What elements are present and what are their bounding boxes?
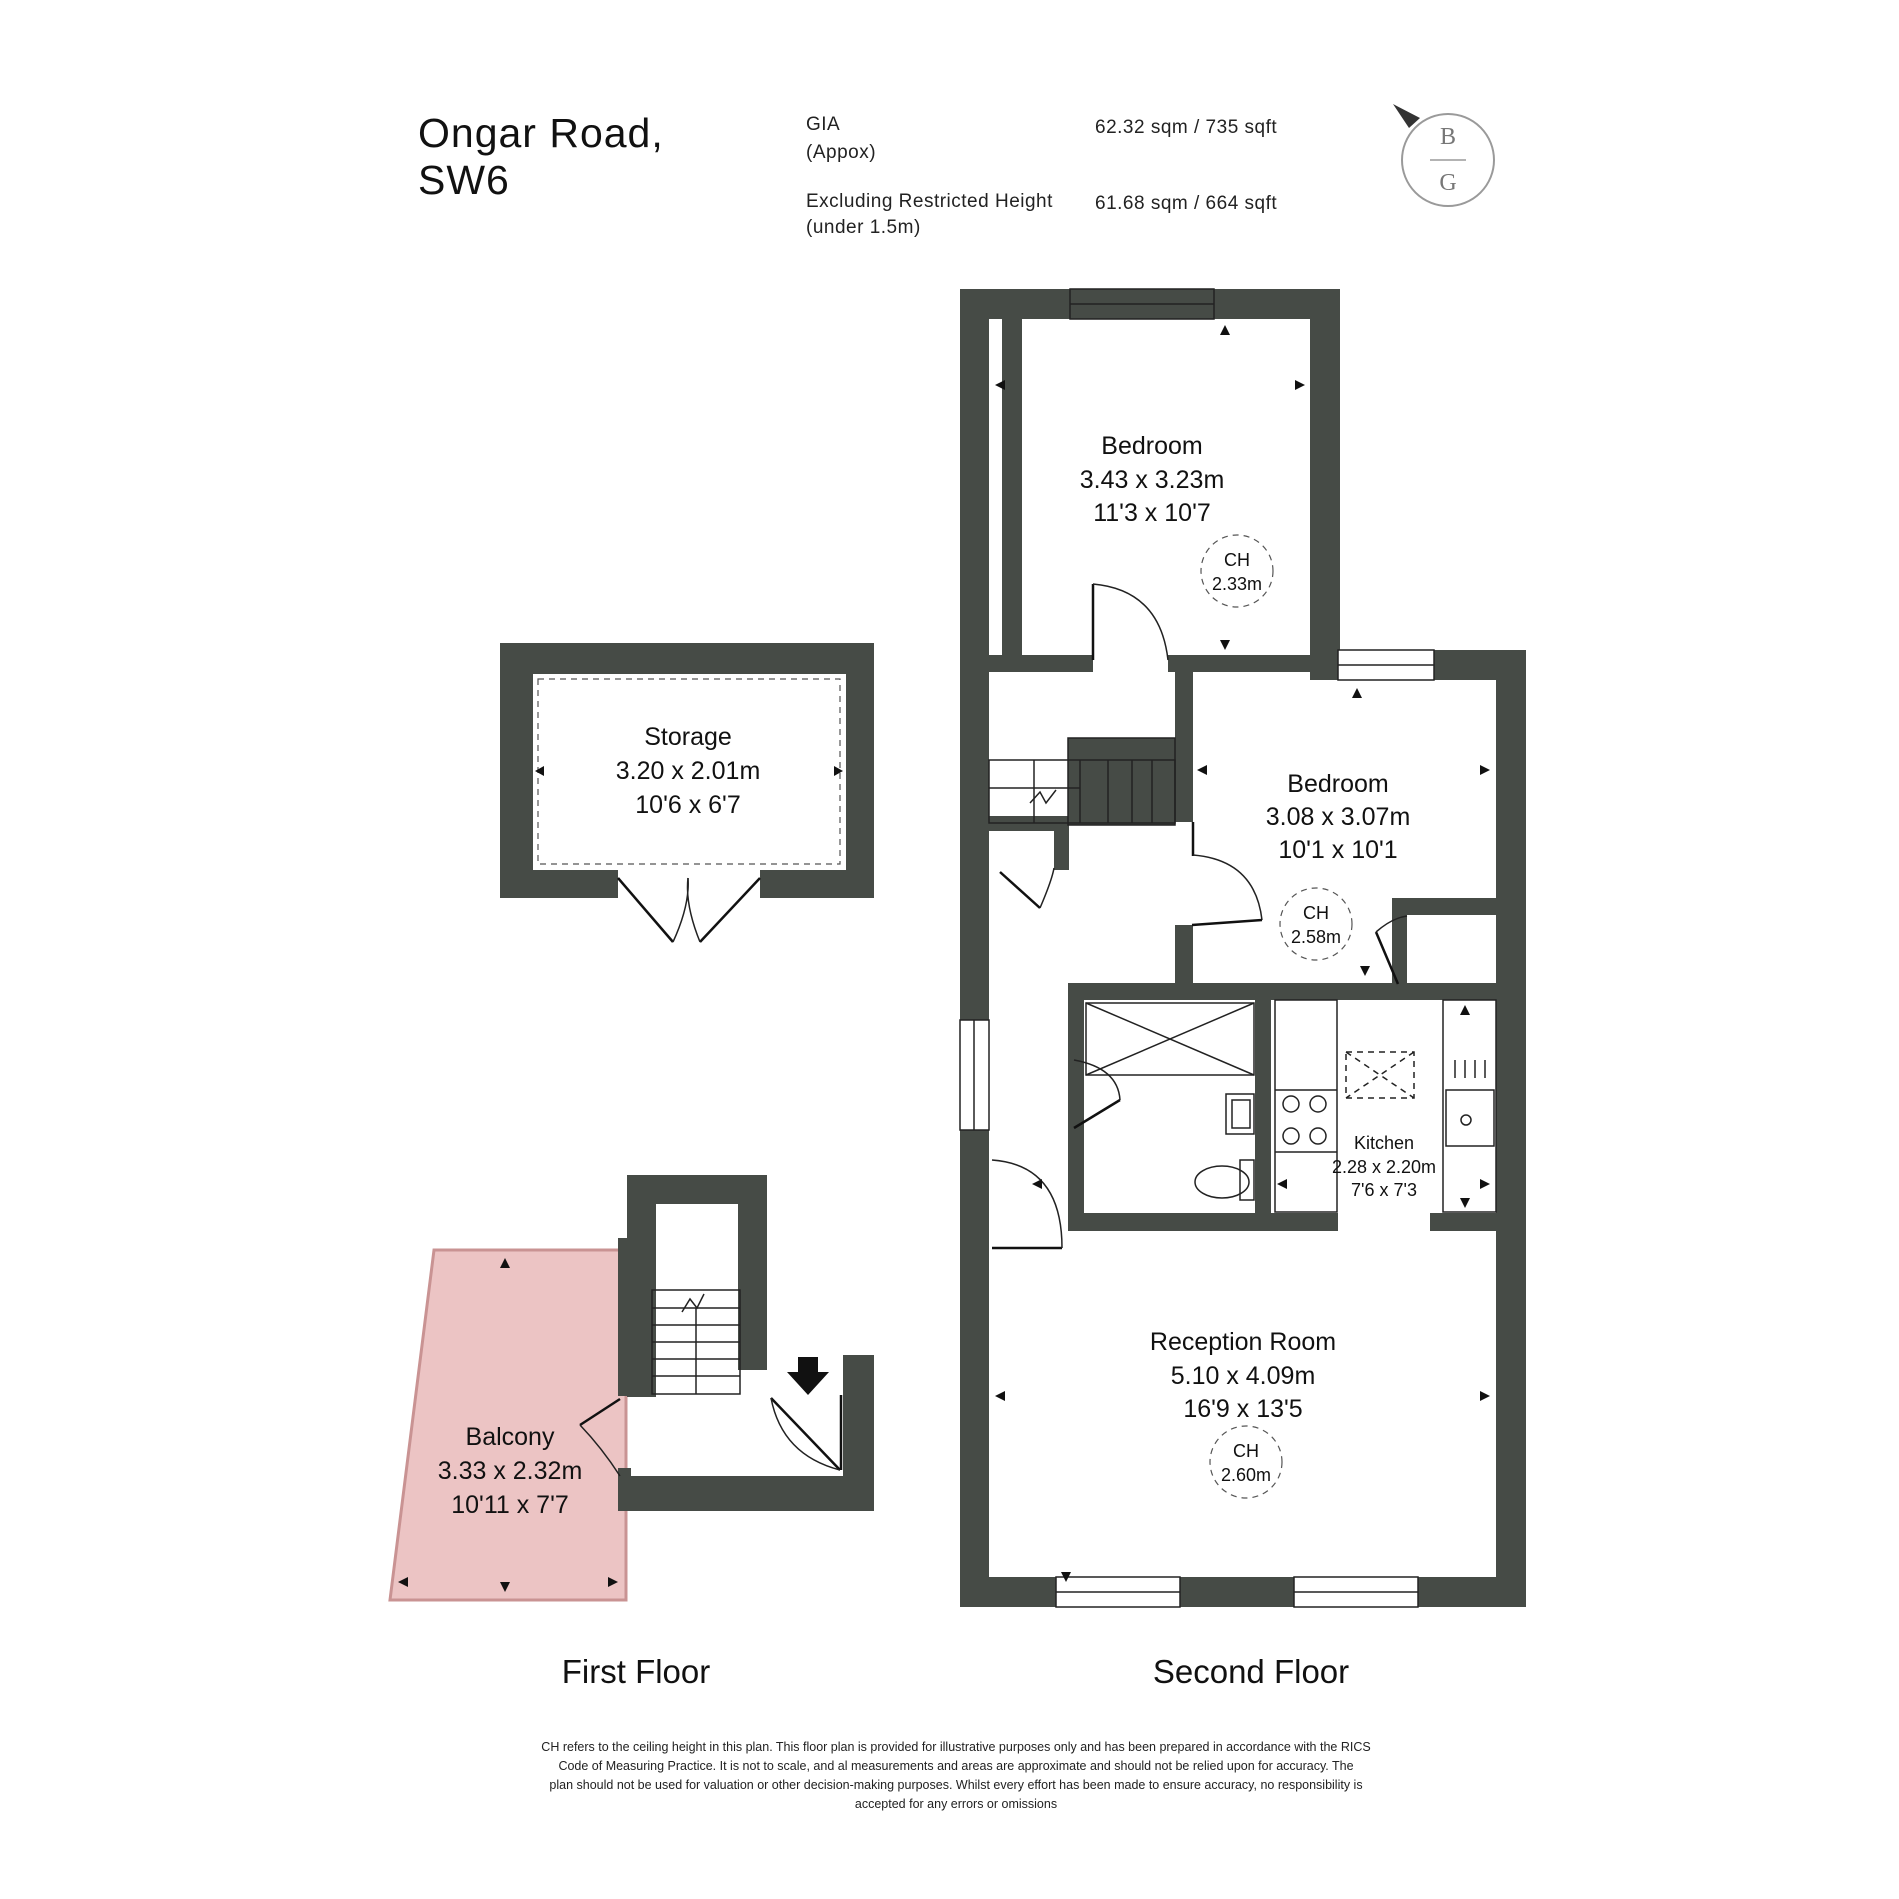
storage-metric: 3.20 x 2.01m	[616, 757, 761, 785]
logo-letter-b: B	[1440, 124, 1456, 150]
excl-label-note: (under 1.5m)	[806, 217, 921, 238]
bedroom2-ch-label: CH	[1303, 903, 1329, 923]
gia-value: 62.32 sqm / 735 sqft	[1095, 117, 1277, 138]
disclaimer-line-4: accepted for any errors or omissions	[855, 1797, 1057, 1811]
second-floor-stairs	[988, 759, 1176, 824]
storage-room	[500, 643, 874, 943]
first-floor-hall	[579, 1175, 874, 1511]
balcony-imperial: 10'11 x 7'7	[451, 1491, 569, 1519]
bedroom2-metric: 3.08 x 3.07m	[1266, 803, 1411, 831]
second-floor-doors	[991, 583, 1408, 1250]
kitchen-metric: 2.28 x 2.20m	[1332, 1157, 1436, 1177]
balcony-area	[388, 1248, 628, 1602]
second-floor-label: Second Floor	[1153, 1653, 1349, 1690]
kitchen-name: Kitchen	[1354, 1133, 1414, 1153]
bedroom1-ch-label: CH	[1224, 550, 1250, 570]
entrance-arrow-icon	[787, 1357, 829, 1395]
reception-metric: 5.10 x 4.09m	[1171, 1362, 1316, 1390]
excl-value: 61.68 sqm / 664 sqft	[1095, 193, 1277, 214]
bg-logo: B G	[1393, 104, 1495, 207]
disclaimer-line-1: CH refers to the ceiling height in this …	[541, 1740, 1370, 1754]
balcony	[388, 1248, 628, 1602]
storage-name: Storage	[644, 723, 732, 751]
excl-label: Excluding Restricted Height	[806, 191, 1053, 212]
bedroom1-imperial: 11'3 x 10'7	[1093, 499, 1211, 527]
first-floor-label: First Floor	[562, 1653, 711, 1690]
disclaimer-line-2: Code of Measuring Practice. It is not to…	[558, 1759, 1353, 1773]
disclaimer-line-3: plan should not be used for valuation or…	[549, 1778, 1362, 1792]
reception-imperial: 16'9 x 13'5	[1183, 1395, 1302, 1423]
reception-name: Reception Room	[1150, 1328, 1336, 1356]
windows	[959, 288, 1435, 1608]
storage-imperial: 10'6 x 6'7	[635, 791, 740, 819]
bedroom2-ch-value: 2.58m	[1291, 927, 1341, 947]
bedroom1-name: Bedroom	[1101, 432, 1202, 460]
reception-ch-label: CH	[1233, 1441, 1259, 1461]
kitchen-fittings	[1274, 999, 1497, 1213]
header: Ongar Road, SW6 GIA (Appox) 62.32 sqm / …	[418, 110, 1277, 238]
north-arrow-icon	[1393, 104, 1420, 128]
address-line-2: SW6	[418, 157, 510, 203]
reception-ch-value: 2.60m	[1221, 1465, 1271, 1485]
balcony-name: Balcony	[466, 1423, 555, 1451]
bathroom-fittings	[1085, 1002, 1255, 1201]
logo-circle	[1401, 113, 1495, 207]
bedroom2-imperial: 10'1 x 10'1	[1278, 836, 1397, 864]
reception-ch-circle	[1209, 1425, 1283, 1499]
address-line-1: Ongar Road,	[418, 110, 664, 156]
dimension-arrows	[995, 325, 1490, 1582]
bedroom2-name: Bedroom	[1287, 770, 1388, 798]
logo-letter-g: G	[1439, 170, 1456, 196]
bedroom1-metric: 3.43 x 3.23m	[1080, 466, 1225, 494]
gia-label-note: (Appox)	[806, 142, 876, 163]
balcony-metric: 3.33 x 2.32m	[438, 1457, 583, 1485]
kitchen-imperial: 7'6 x 7'3	[1351, 1180, 1417, 1200]
bedroom1-ch-circle	[1200, 534, 1274, 608]
bedroom1-ch-value: 2.33m	[1212, 574, 1262, 594]
bedroom2-ch-circle	[1279, 887, 1353, 961]
gia-label: GIA	[806, 114, 840, 135]
